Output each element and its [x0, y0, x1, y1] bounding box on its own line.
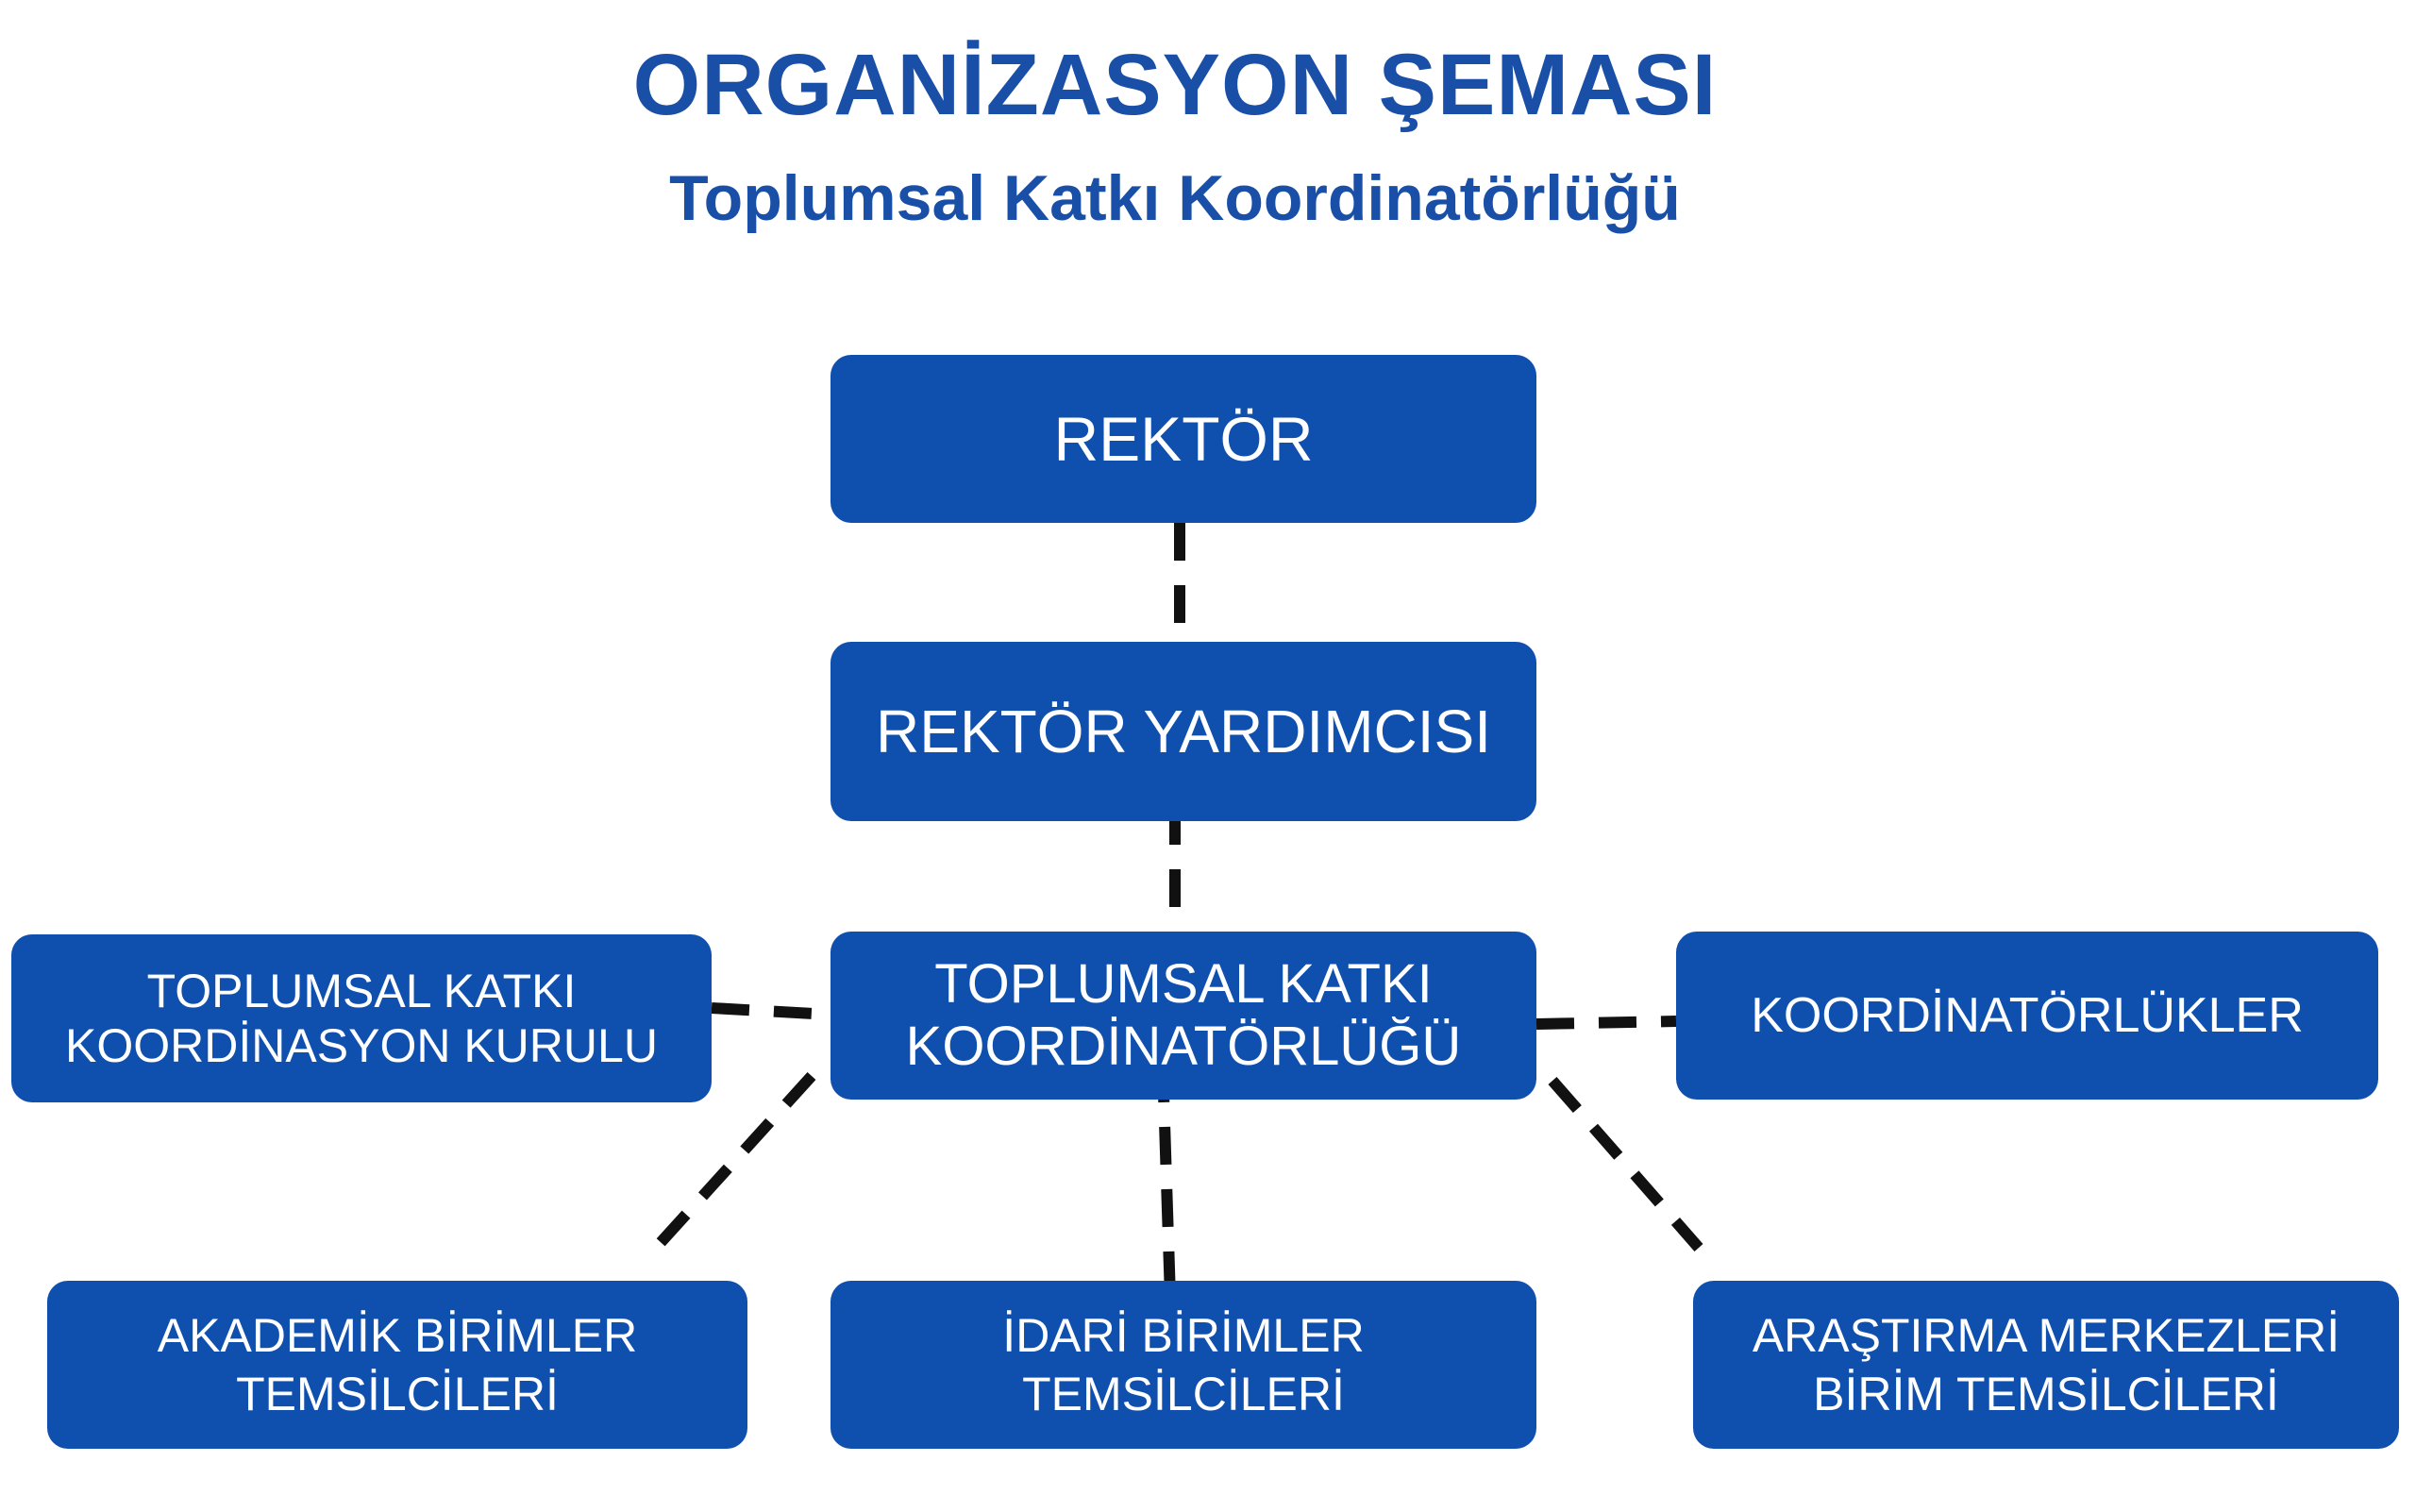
connector-koordinatorluk-to-idari: [1157, 1064, 1176, 1299]
connector-koordinatorluk-to-kurul: [711, 1002, 831, 1020]
node-koordinatorlukler: KOORDİNATÖRLÜKLER: [1676, 932, 2378, 1100]
node-rektor: REKTÖR: [830, 355, 1536, 523]
node-rektor-yardimcisi: REKTÖR YARDIMCISI: [830, 642, 1536, 821]
connector-koordinatorluk-to-arastirma: [1548, 1077, 1703, 1252]
chart-title: ORGANİZASYON ŞEMASI: [632, 37, 1718, 133]
node-arastirma-merkezleri-label: ARAŞTIRMA MERKEZLERİ BİRİM TEMSİLCİLERİ: [1752, 1309, 2340, 1420]
node-rektor-yardimcisi-label: REKTÖR YARDIMCISI: [876, 697, 1491, 765]
chart-subtitle: Toplumsal Katkı Koordinatörlüğü: [669, 162, 1681, 234]
connector-koordinatorluk-to-koordinatorlukler: [1535, 1016, 1677, 1030]
node-akademik-birimler-label: AKADEMİK BİRİMLER TEMSİLCİLERİ: [157, 1309, 638, 1420]
node-toplumsal-katki-koordinatorlugu-label: TOPLUMSAL KATKI KOORDİNATÖRLÜĞÜ: [905, 953, 1462, 1077]
node-koordinasyon-kurulu-label: TOPLUMSAL KATKI KOORDİNASYON KURULU: [65, 965, 658, 1072]
node-koordinasyon-kurulu: TOPLUMSAL KATKI KOORDİNASYON KURULU: [11, 934, 712, 1102]
node-idari-birimler: İDARİ BİRİMLER TEMSİLCİLERİ: [830, 1281, 1536, 1449]
node-rektor-label: REKTÖR: [1053, 404, 1314, 474]
node-arastirma-merkezleri: ARAŞTIRMA MERKEZLERİ BİRİM TEMSİLCİLERİ: [1693, 1281, 2399, 1449]
node-koordinatorlukler-label: KOORDİNATÖRLÜKLER: [1751, 988, 2304, 1043]
node-idari-birimler-label: İDARİ BİRİMLER TEMSİLCİLERİ: [1002, 1309, 1365, 1420]
node-akademik-birimler: AKADEMİK BİRİMLER TEMSİLCİLERİ: [47, 1281, 747, 1449]
node-toplumsal-katki-koordinatorlugu: TOPLUMSAL KATKI KOORDİNATÖRLÜĞÜ: [830, 932, 1536, 1100]
